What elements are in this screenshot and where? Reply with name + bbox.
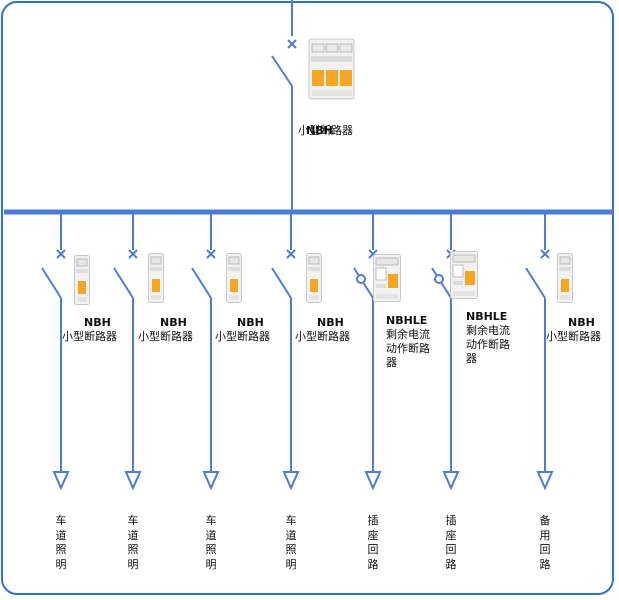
branch-2-name: 小型断路器 (138, 330, 193, 343)
branch-6-arrow (442, 471, 460, 491)
branch-7-model: NBH (568, 316, 595, 329)
branch-1-x-mark-b (56, 249, 66, 259)
branch-5-arrow (364, 471, 382, 491)
branch-6-name: 剩余电流动作断路器 (466, 324, 510, 365)
branch-4-x-mark-b (286, 249, 296, 259)
branch-5-model: NBHLE (386, 314, 428, 327)
branch-2-circuit-label: 车道照明 (127, 514, 139, 571)
branch-5-rcd-symbol (356, 274, 366, 284)
branch-4-model: NBH (317, 316, 344, 329)
branch-6-rcd-symbol (434, 274, 444, 284)
branch-4-switch-blade (271, 267, 292, 299)
branch-4-name: 小型断路器 (295, 330, 350, 343)
branch-7-x-mark-b (540, 249, 550, 259)
main-breaker-label: NBH (306, 110, 333, 138)
branch-6-breaker-image (450, 251, 478, 299)
branch-7-switch-blade (525, 267, 546, 299)
branch-3-breaker-image (226, 253, 242, 303)
branch-7-circuit-label: 备用回路 (539, 514, 551, 571)
branch-1-name: 小型断路器 (62, 330, 117, 343)
branch-4-breaker-image (306, 253, 322, 303)
branch-7-arrow (536, 471, 554, 491)
branch-5-name: 剩余电流动作断路器 (386, 328, 430, 369)
branch-5-x-mark-b (368, 249, 378, 259)
branch-3-arrow (202, 471, 220, 491)
branch-5-circuit-label: 插座回路 (367, 514, 379, 571)
branch-1-switch-blade (41, 267, 62, 299)
branch-4-circuit-label: 车道照明 (285, 514, 297, 571)
branch-1-model: NBH (84, 316, 111, 329)
branch-3-name: 小型断路器 (215, 330, 270, 343)
branch-5-breaker-image (373, 254, 401, 302)
branch-2-breaker-image (148, 253, 164, 303)
branch-3-x-mark-b (206, 249, 216, 259)
main-breaker-model: NBH (306, 124, 333, 137)
branch-3-model: NBH (237, 316, 264, 329)
branch-7-breaker-image (557, 253, 573, 303)
branch-3-switch-blade (191, 267, 212, 299)
branch-2-x-mark-b (128, 249, 138, 259)
branch-1-breaker-image (74, 255, 90, 305)
main-breaker-x-mark (287, 39, 297, 49)
branch-1-arrow (52, 471, 70, 491)
branch-6-circuit-label: 插座回路 (445, 514, 457, 571)
main-switch-blade (271, 55, 293, 87)
main-breaker-name: 小型断路器 (298, 124, 353, 137)
branch-1-circuit-label: 车道照明 (55, 514, 67, 571)
branch-3-circuit-label: 车道照明 (205, 514, 217, 571)
branch-2-arrow (124, 471, 142, 491)
branch-2-model: NBH (160, 316, 187, 329)
branch-6-model: NBHLE (466, 310, 508, 323)
branch-4-arrow (282, 471, 300, 491)
main-breaker-image (308, 38, 355, 100)
branch-7-name: 小型断路器 (546, 330, 601, 343)
branch-2-switch-blade (113, 267, 134, 299)
